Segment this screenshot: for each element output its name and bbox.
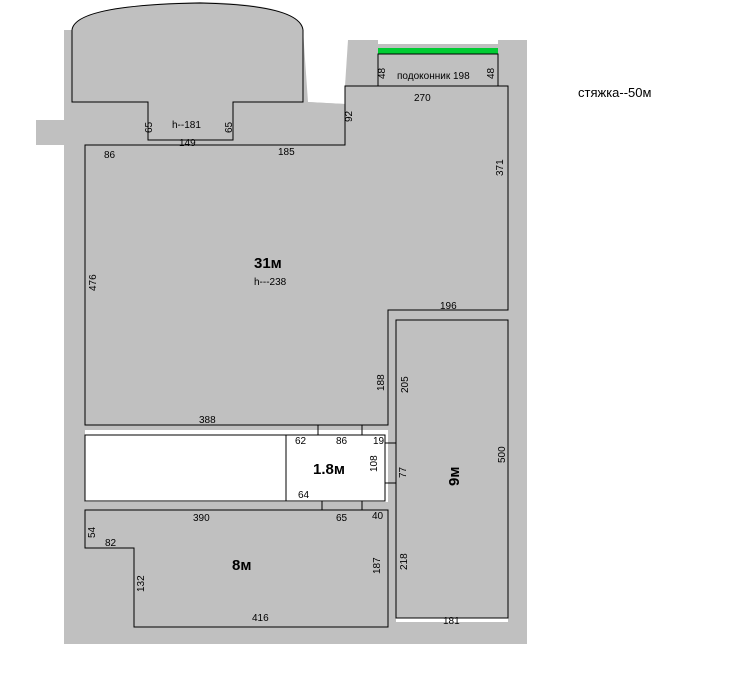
dim-86-top: 86 — [104, 150, 116, 161]
main-room-area: 31м — [254, 255, 282, 272]
balcony-opening: 149 — [179, 138, 196, 149]
balcony-right-wall — [233, 102, 345, 140]
upper-wall-mass — [64, 2, 508, 627]
right-door — [384, 442, 397, 484]
balcony-left-wall: 65 — [144, 121, 155, 133]
dim-65-bath: 65 — [336, 513, 348, 524]
dim-132: 132 — [136, 575, 147, 592]
dim-270: 270 — [414, 93, 431, 104]
bottom-door — [321, 500, 363, 511]
window-sill — [377, 53, 499, 87]
dim-185: 185 — [278, 147, 295, 158]
dim-108: 108 — [369, 455, 380, 472]
window-sill-left: 48 — [377, 67, 388, 79]
dim-416: 416 — [252, 613, 269, 624]
openings — [317, 48, 499, 511]
dim-92: 92 — [344, 110, 355, 122]
dim-390: 390 — [193, 513, 210, 524]
screed-note: стяжка--50м — [578, 85, 652, 100]
storage-room — [84, 434, 287, 502]
dim-86-bath: 86 — [336, 436, 348, 447]
dim-82: 82 — [105, 538, 117, 549]
dim-196: 196 — [440, 301, 457, 312]
bath-area: 1.8м — [313, 461, 345, 478]
bottom-room-area: 8м — [232, 557, 251, 574]
main-room-height: h---238 — [254, 277, 287, 288]
dim-188: 188 — [376, 374, 387, 391]
dim-77: 77 — [398, 466, 409, 478]
window-left-pier — [345, 40, 378, 86]
dim-187: 187 — [372, 557, 383, 574]
partition-wall — [85, 502, 395, 509]
dim-218: 218 — [399, 553, 410, 570]
dim-181: 181 — [443, 616, 460, 627]
balcony-door-height: h--181 — [172, 120, 201, 131]
dim-500: 500 — [497, 446, 508, 463]
balcony-right-wall: 65 — [224, 121, 235, 133]
right-room — [395, 319, 509, 619]
bottom-room — [84, 509, 389, 628]
corner-block — [85, 525, 134, 627]
right-room-area: 9м — [446, 467, 463, 486]
balcony — [71, 2, 304, 141]
dim-205: 205 — [400, 376, 411, 393]
dim-19: 19 — [373, 436, 385, 447]
dim-54: 54 — [87, 526, 98, 538]
walls — [36, 2, 527, 644]
dim-371: 371 — [495, 159, 506, 176]
dim-62: 62 — [295, 436, 307, 447]
left-stub-wall — [36, 120, 64, 145]
dim-388: 388 — [199, 415, 216, 426]
bath-door — [317, 424, 363, 436]
window-sill-label: подоконник 198 — [397, 71, 470, 82]
dim-476: 476 — [88, 274, 99, 291]
left-upper-wall — [64, 30, 148, 145]
dim-64: 64 — [298, 490, 310, 501]
window-sill-right: 48 — [486, 67, 497, 79]
window — [378, 48, 498, 54]
dim-40: 40 — [372, 511, 384, 522]
main-room — [84, 85, 509, 426]
